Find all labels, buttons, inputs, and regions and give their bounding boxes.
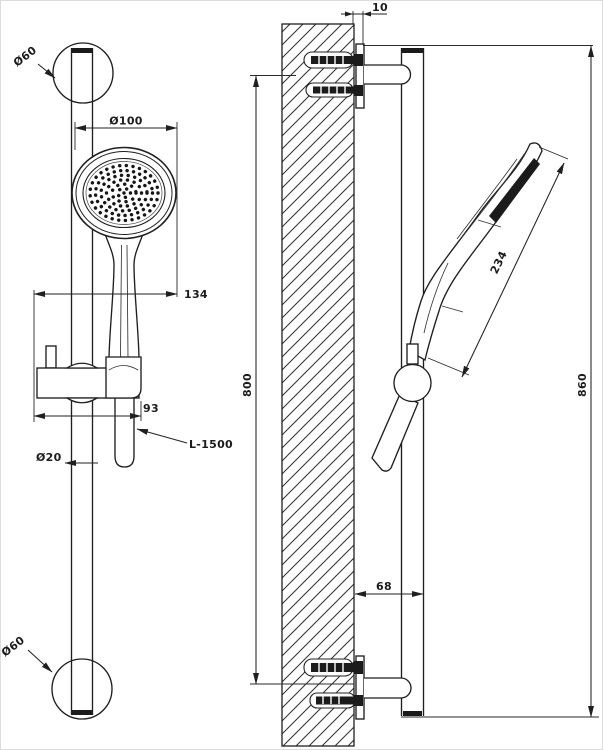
rail-top-cap (72, 48, 92, 53)
bracket-arm-bottom (364, 677, 412, 699)
slider-bracket-front (36, 345, 142, 404)
fixing-screw (309, 692, 363, 709)
fixing-screw (303, 51, 363, 69)
dim-bracket-depth: 93 (143, 402, 159, 415)
fixing-screw (303, 658, 363, 677)
wall-bracket-bottom (303, 655, 365, 720)
hand-shower-front (71, 146, 177, 361)
dim-holder-bottom: Ø60 (1, 634, 27, 660)
slider-knob-side (393, 363, 432, 403)
shower-head-face (71, 146, 177, 240)
slider-knob-stem (406, 343, 419, 365)
rail-bottom-cap (72, 710, 92, 715)
bottom-wall-holder (51, 658, 113, 720)
dim-rail-diameter: Ø20 (36, 451, 62, 464)
front-view: Ø60 Ø100 134 93 L-1500 Ø20 Ø60 (1, 42, 233, 720)
fixing-screw (305, 82, 363, 98)
hose-length-label: L-1500 (189, 438, 233, 451)
side-view: 10 800 860 68 234 (241, 1, 599, 747)
dim-overall-height: 860 (576, 373, 589, 397)
wall-bracket-top (303, 43, 365, 109)
shower-hose-side (371, 393, 419, 472)
front-dimensions: Ø60 Ø100 134 93 L-1500 Ø20 Ø60 (1, 44, 233, 673)
bracket-knob (45, 345, 57, 369)
nozzle-dots (88, 163, 160, 223)
dim-plate-offset: 10 (372, 1, 388, 14)
dim-wall-clearance: 68 (376, 580, 392, 593)
handle-cup (105, 356, 142, 399)
dim-head-diameter: Ø100 (109, 115, 143, 128)
shower-hose-front (114, 391, 135, 468)
wall-section (281, 23, 355, 747)
dim-fixing-centres: 800 (241, 373, 254, 397)
bracket-arm-top (364, 64, 412, 85)
dim-head-offset: 134 (184, 288, 208, 301)
dim-holder-top: Ø60 (11, 44, 39, 70)
hand-shower-side (371, 142, 543, 472)
dim-handshower-length: 234 (488, 249, 510, 276)
